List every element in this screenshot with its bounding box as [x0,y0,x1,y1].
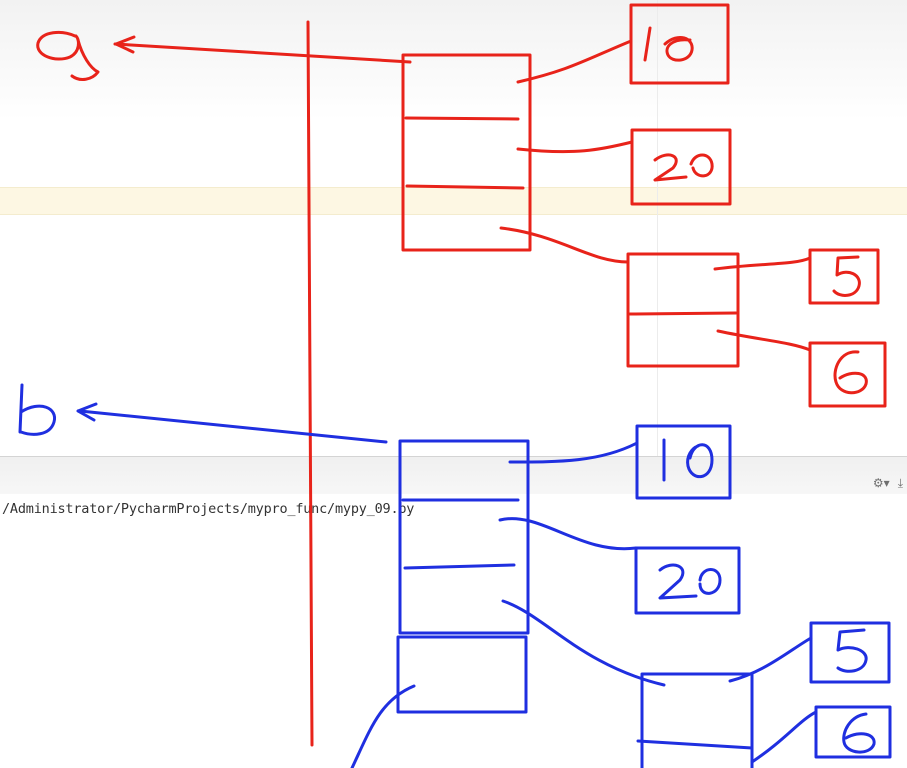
red-sublist-slot [628,311,738,316]
blue-sublist-slot [636,739,754,750]
blue-glyph-5 [836,628,868,673]
red-int-20-box [630,128,732,206]
red-int-5-box [808,248,880,305]
blue-int-5-box [809,621,891,684]
blue-list-object [398,439,530,635]
red-variable-a [36,30,100,81]
blue-ref-to-20 [498,517,638,551]
blue-glyph-20 [658,563,722,600]
red-arrowhead [114,35,136,54]
blue-ref-to-6 [750,710,818,764]
red-glyph-10 [643,26,694,62]
blue-glyph-10 [662,438,714,482]
code-editor[interactable] [0,0,907,456]
blue-list-slots [401,498,520,570]
right-margin-guide [657,0,658,456]
red-ref-to-10 [516,39,633,84]
red-reference-arrow [113,42,412,64]
blue-int-6-box [814,705,892,759]
blue-int-20-box [634,546,741,615]
blue-glyph-6 [842,712,876,754]
run-console[interactable] [0,494,907,768]
download-icon[interactable]: ⤓ [897,476,903,490]
blue-extra-slot [396,635,528,714]
blue-variable-b [18,383,57,436]
red-glyph-5 [832,255,861,297]
red-list-object [401,53,532,252]
blue-reference-arrow [78,409,388,444]
red-ref-to-6 [716,329,812,352]
blue-annotation [18,383,892,768]
red-glyph-6 [833,350,868,395]
stack-heap-divider [306,20,314,747]
run-toolbar: ⚙▾ ⤓ [873,476,903,491]
red-glyph-20 [653,153,714,182]
blue-ref-to-sublist [501,599,666,687]
red-list-slots [404,116,525,190]
blue-sublist-object [640,672,754,768]
gear-icon[interactable]: ⚙▾ [872,476,890,490]
red-sublist-object [626,252,740,368]
red-int-10-box [629,3,730,85]
red-int-6-box [808,341,887,408]
blue-ref-to-5 [728,636,813,683]
blue-ref-to-10 [508,441,639,464]
red-ref-to-20 [516,140,634,154]
blue-ref-offscreen [350,684,416,768]
red-annotation [36,3,887,747]
blue-int-10-box [635,424,732,500]
run-tool-window-header [0,456,907,495]
red-ref-to-5 [713,256,812,271]
red-ref-to-sublist [499,226,630,264]
blue-arrowhead [76,402,98,422]
